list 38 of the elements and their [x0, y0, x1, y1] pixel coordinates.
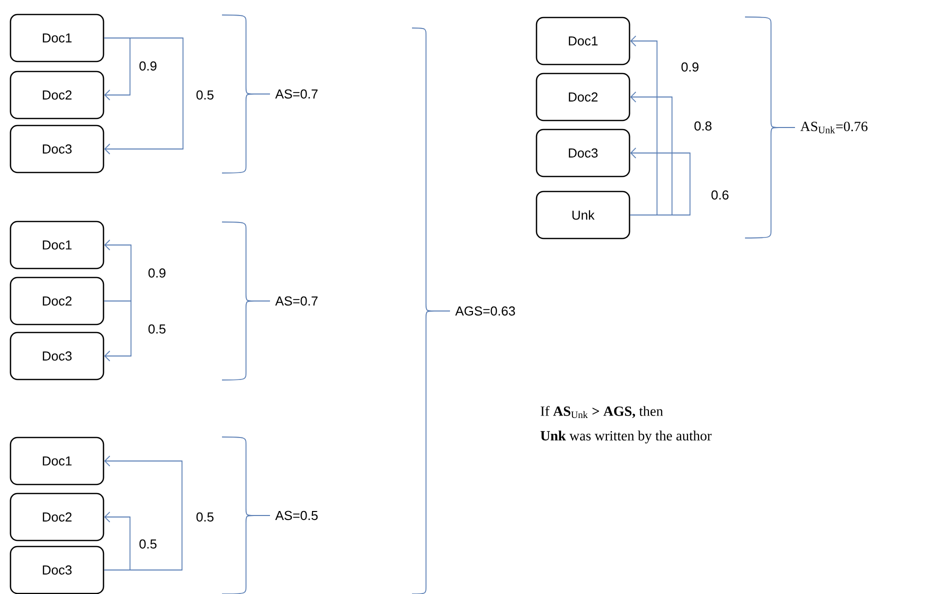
- score-label: AS=0.5: [275, 510, 318, 520]
- document-box: Doc1: [10, 220, 104, 270]
- edge-label: 0.5: [196, 90, 214, 100]
- document-box: Doc1: [10, 14, 104, 62]
- arrow: [630, 36, 658, 216]
- score-label: AS=0.7: [275, 296, 318, 306]
- edge-label: 0.8: [694, 121, 712, 131]
- document-box: Doc2: [10, 276, 104, 326]
- document-box: Doc1: [10, 436, 104, 486]
- score-label: AS$_{Unk}$=0.76: [800, 122, 868, 134]
- note-text: Unk was written by the author: [540, 430, 712, 444]
- score-label: AS=0.7: [275, 89, 318, 99]
- edge-label: 0.9: [681, 62, 698, 72]
- document-box: Doc3: [536, 128, 630, 178]
- arrow: [104, 512, 130, 570]
- arrow: [630, 92, 672, 216]
- document-box: Unk: [536, 190, 630, 240]
- edge-label: 0.5: [139, 539, 156, 549]
- arrow: [104, 456, 182, 570]
- edge-label: 0.5: [196, 512, 214, 522]
- arrow: [104, 300, 132, 362]
- document-box: Doc2: [10, 492, 104, 542]
- document-box: Doc1: [536, 16, 630, 66]
- document-box: Doc2: [536, 72, 630, 122]
- edge-label: 0.6: [711, 190, 728, 200]
- document-box: Doc2: [10, 70, 104, 120]
- edge-label: 0.9: [148, 268, 166, 278]
- arrow: [104, 38, 184, 154]
- edge-label: 0.5: [148, 324, 166, 334]
- edge-label: 0.9: [139, 61, 156, 71]
- document-box: Doc3: [10, 546, 104, 594]
- document-box: Doc3: [10, 332, 104, 380]
- score-label: AGS=0.63: [455, 306, 515, 316]
- arrow: [104, 240, 132, 302]
- document-box: Doc3: [10, 124, 104, 174]
- arrow: [630, 148, 690, 216]
- note-text: If AS$_{Unk}$ > AGS, then: [540, 406, 663, 418]
- arrow: [104, 38, 130, 100]
